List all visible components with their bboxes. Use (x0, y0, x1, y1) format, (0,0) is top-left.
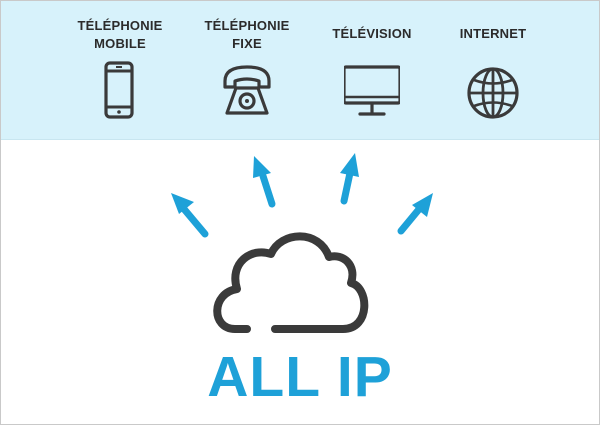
service-label: TÉLÉVISION (332, 26, 412, 41)
service-mobile: TÉLÉPHONIE MOBILE (50, 1, 190, 139)
cloud-icon (213, 232, 369, 333)
service-label-line1: TÉLÉPHONIE (204, 18, 290, 33)
service-label-line1: TÉLÉPHONIE (77, 18, 163, 33)
arrow-to-internet (397, 193, 433, 235)
service-television: TÉLÉVISION (302, 1, 442, 139)
arrow-to-television (340, 153, 359, 205)
all-ip-title: ALL IP (207, 345, 393, 409)
mobile-phone-icon (104, 61, 134, 119)
service-landline: TÉLÉPHONIE FIXE (177, 1, 317, 139)
television-icon (344, 65, 400, 116)
arrow-to-mobile (171, 193, 209, 238)
service-label-line2: FIXE (232, 36, 262, 51)
arrow-to-landline (253, 156, 276, 208)
globe-icon (467, 67, 519, 119)
services-band: TÉLÉPHONIE MOBILE TÉLÉPHONIE FIXE TÉLÉVI… (1, 1, 599, 140)
service-internet: INTERNET (423, 1, 563, 139)
landline-phone-icon (223, 65, 271, 115)
service-label-line2: MOBILE (94, 36, 146, 51)
service-label: INTERNET (459, 26, 527, 41)
